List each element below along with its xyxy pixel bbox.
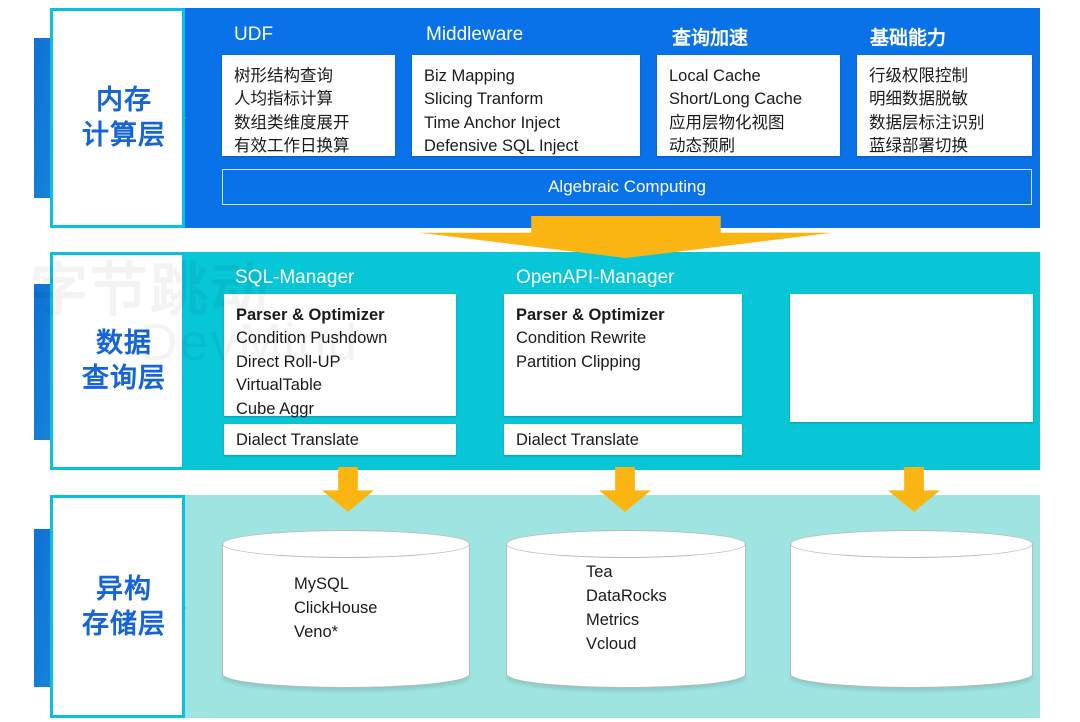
list-item: Direct Roll-UP — [236, 352, 341, 371]
column-title-base-capability: 基础能力 — [870, 28, 947, 49]
label-line1: 异构 — [96, 573, 152, 604]
list-item: Condition Pushdown — [236, 329, 388, 348]
sql-manager-dialect-box: Dialect Translate — [224, 424, 456, 455]
label-line2: 计算层 — [82, 120, 166, 150]
dialect-translate-label: Dialect Translate — [516, 431, 639, 449]
list-item: Biz Mapping — [424, 67, 515, 85]
label-card: 异构 存储层 — [50, 495, 185, 718]
base-capability-box: 行级权限控制 明细数据脱敏 数据层标注识别 蓝绿部署切换 — [857, 55, 1032, 156]
list-item: 蓝绿部署切换 — [869, 137, 968, 156]
column-title-openapi-manager: OpenAPI-Manager — [516, 267, 675, 288]
label-line2: 存储层 — [82, 608, 166, 639]
list-item: 行级权限控制 — [869, 67, 968, 85]
cylinder-face — [223, 544, 469, 674]
label-card: 内存 计算层 — [50, 8, 185, 228]
list-item: Parser & Optimizer — [516, 306, 665, 324]
list-item: Condition Rewrite — [516, 329, 647, 348]
list-item: 应用层物化视图 — [669, 113, 785, 132]
cylinder-top — [506, 530, 746, 558]
label-line1: 数据 — [96, 328, 152, 359]
storage-cylinder-2: Tea DataRocks Metrics Vcloud — [506, 530, 746, 688]
storage-layer-label: 异构 存储层 — [34, 495, 186, 718]
openapi-manager-dialect-box: Dialect Translate — [504, 424, 742, 455]
cylinder-top — [222, 530, 470, 558]
query-layer-empty-box — [790, 294, 1033, 422]
column-title-udf: UDF — [234, 24, 274, 45]
column-title-sql-manager: SQL-Manager — [235, 267, 355, 288]
list-item: Parser & Optimizer — [236, 306, 385, 324]
list-item: Cube Aggr — [236, 399, 314, 418]
dialect-translate-label: Dialect Translate — [236, 431, 359, 449]
list-item: MySQL — [294, 575, 350, 594]
middleware-box: Biz Mapping Slicing Tranform Time Anchor… — [412, 55, 640, 156]
algebraic-computing-bar: Algebraic Computing — [222, 169, 1032, 205]
storage-cylinder-3 — [790, 530, 1033, 688]
list-item: DataRocks — [586, 587, 667, 606]
list-item: VirtualTable — [236, 376, 322, 395]
sql-manager-box: Parser & Optimizer Condition Pushdown Di… — [224, 294, 456, 418]
list-item: Tea — [586, 563, 613, 582]
column-title-query-accel: 查询加速 — [672, 28, 749, 49]
column-title-middleware: Middleware — [426, 24, 524, 45]
cylinder-face — [507, 544, 745, 674]
label-line2: 查询层 — [82, 363, 166, 393]
list-item: Defensive SQL Inject — [424, 137, 579, 156]
list-item: 动态预刷 — [669, 137, 735, 156]
list-item: Time Anchor Inject — [424, 113, 561, 132]
list-item: 数据层标注识别 — [869, 113, 985, 132]
list-item: ClickHouse — [294, 599, 378, 618]
list-item: Vcloud — [586, 634, 637, 653]
label-card: 数据 查询层 — [50, 252, 185, 470]
cylinder-top — [790, 530, 1033, 558]
list-item: Veno* — [294, 622, 339, 641]
storage-cylinder-1: MySQL ClickHouse Veno* — [222, 530, 470, 688]
list-item: Local Cache — [669, 67, 761, 85]
openapi-manager-box: Parser & Optimizer Condition Rewrite Par… — [504, 294, 742, 416]
algebraic-computing-label: Algebraic Computing — [548, 177, 706, 196]
cylinder-face — [791, 544, 1032, 674]
label-line1: 内存 — [96, 85, 152, 116]
list-item: 数组类维度展开 — [234, 113, 350, 132]
list-item: 明细数据脱敏 — [869, 90, 968, 109]
list-item: 人均指标计算 — [234, 90, 333, 109]
compute-layer-label: 内存 计算层 — [34, 8, 186, 228]
list-item: 树形结构查询 — [234, 67, 333, 85]
list-item: Slicing Tranform — [424, 90, 544, 109]
query-accel-box: Local Cache Short/Long Cache 应用层物化视图 动态预… — [657, 55, 840, 156]
list-item: 有效工作日换算 — [234, 137, 350, 156]
list-item: Short/Long Cache — [669, 90, 803, 109]
query-layer-label: 数据 查询层 — [34, 252, 186, 470]
list-item: Partition Clipping — [516, 352, 641, 371]
udf-box: 树形结构查询 人均指标计算 数组类维度展开 有效工作日换算 — [222, 55, 395, 156]
list-item: Metrics — [586, 611, 640, 629]
